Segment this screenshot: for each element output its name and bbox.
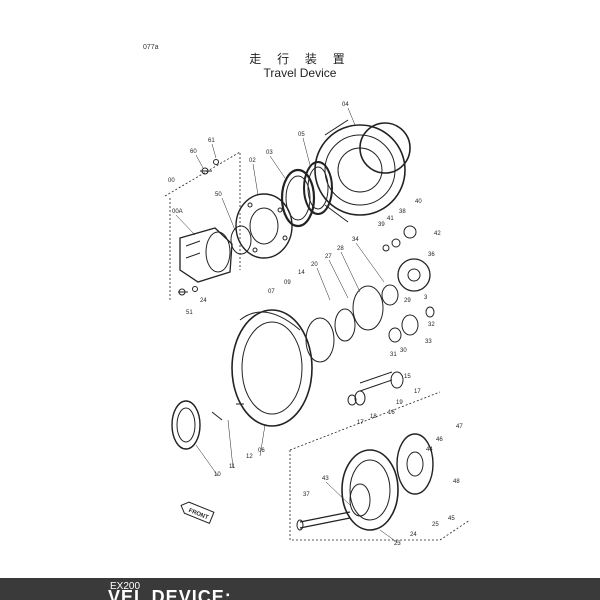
callout-46: 46 <box>436 437 443 443</box>
title-japanese: 走 行 装 置 <box>249 52 351 66</box>
page-code: 077a <box>143 44 159 51</box>
callout-17a: 17 <box>414 389 421 395</box>
shaft-parts <box>347 371 404 406</box>
callout-37: 37 <box>303 492 310 498</box>
callout-41: 41 <box>387 216 394 222</box>
callout-20: 20 <box>311 262 318 268</box>
planetary-carrier-assembly <box>305 284 399 363</box>
callout-04: 04 <box>342 102 349 108</box>
part-10-thrust-plate <box>171 400 244 450</box>
callout-00a: 00A <box>172 209 183 215</box>
diagram-sheet <box>107 0 493 578</box>
callout-60: 60 <box>190 149 197 155</box>
planet-gears <box>388 306 435 343</box>
callout-17b: 17 <box>357 420 364 426</box>
callout-44: 44 <box>426 447 433 453</box>
callout-03: 03 <box>266 150 273 156</box>
assembly-frames <box>164 151 471 541</box>
part-00-travel-motor <box>179 225 252 283</box>
callout-36: 36 <box>428 252 435 258</box>
callout-02: 02 <box>249 158 256 164</box>
part-05-seal-ring <box>303 161 333 215</box>
callout-12: 12 <box>246 454 253 460</box>
title-english: Travel Device <box>263 66 337 80</box>
callout-06: 06 <box>258 448 265 454</box>
part-44-cover <box>396 433 434 495</box>
callout-10: 10 <box>214 472 221 478</box>
front-arrow: FRONT <box>180 501 215 525</box>
callout-25: 25 <box>432 522 439 528</box>
callout-39: 39 <box>378 222 385 228</box>
part-23-drum <box>341 449 399 531</box>
part-37-bolt <box>296 511 351 531</box>
callout-labels: 04 05 03 02 61 60 00 00A 50 24 51 39 41 … <box>168 102 463 547</box>
callout-42: 42 <box>434 231 441 237</box>
callout-23: 23 <box>394 541 401 547</box>
callout-40: 40 <box>415 199 422 205</box>
part-03-seal-ring <box>280 168 316 228</box>
part-36-gear <box>382 225 431 292</box>
callout-47: 47 <box>456 424 463 430</box>
callout-32: 32 <box>428 322 435 328</box>
callout-24b: 24 <box>410 532 417 538</box>
callout-33: 33 <box>425 339 432 345</box>
callout-29: 29 <box>404 298 411 304</box>
callout-34: 34 <box>352 237 359 243</box>
part-02-flange <box>235 193 293 259</box>
callout-16: 16 <box>388 410 395 416</box>
callout-00: 00 <box>168 178 175 184</box>
callout-51: 51 <box>186 310 193 316</box>
exploded-view-diagram: 04 05 03 02 61 60 00 00A 50 24 51 39 41 … <box>164 102 471 547</box>
callout-43: 43 <box>322 476 329 482</box>
leader-lines <box>175 107 399 544</box>
callout-28: 28 <box>337 246 344 252</box>
callout-07: 07 <box>268 289 275 295</box>
callout-11: 11 <box>229 464 236 470</box>
bottom-caption-bar: VEL DEVICE: EX200 <box>0 578 600 600</box>
bolts-upper <box>178 159 219 296</box>
callout-27: 27 <box>325 254 332 260</box>
callout-18: 18 <box>370 414 377 420</box>
callout-3: 3 <box>424 295 428 301</box>
callout-24: 24 <box>200 298 207 304</box>
callout-05: 05 <box>298 132 305 138</box>
callout-14: 14 <box>298 270 305 276</box>
callout-61: 61 <box>208 138 215 144</box>
callout-09: 09 <box>284 280 291 286</box>
callout-30: 30 <box>400 348 407 354</box>
callout-15: 15 <box>404 374 411 380</box>
model-code: EX200 <box>110 581 141 592</box>
callout-48: 48 <box>453 479 460 485</box>
part-04-hub <box>314 119 411 223</box>
callout-45: 45 <box>448 516 455 522</box>
callout-31: 31 <box>390 352 397 358</box>
callout-19: 19 <box>396 400 403 406</box>
part-06-ring-gear <box>231 309 313 427</box>
callout-50: 50 <box>215 192 222 198</box>
callout-38: 38 <box>399 209 406 215</box>
bottom-heading: VEL DEVICE: <box>108 587 232 600</box>
